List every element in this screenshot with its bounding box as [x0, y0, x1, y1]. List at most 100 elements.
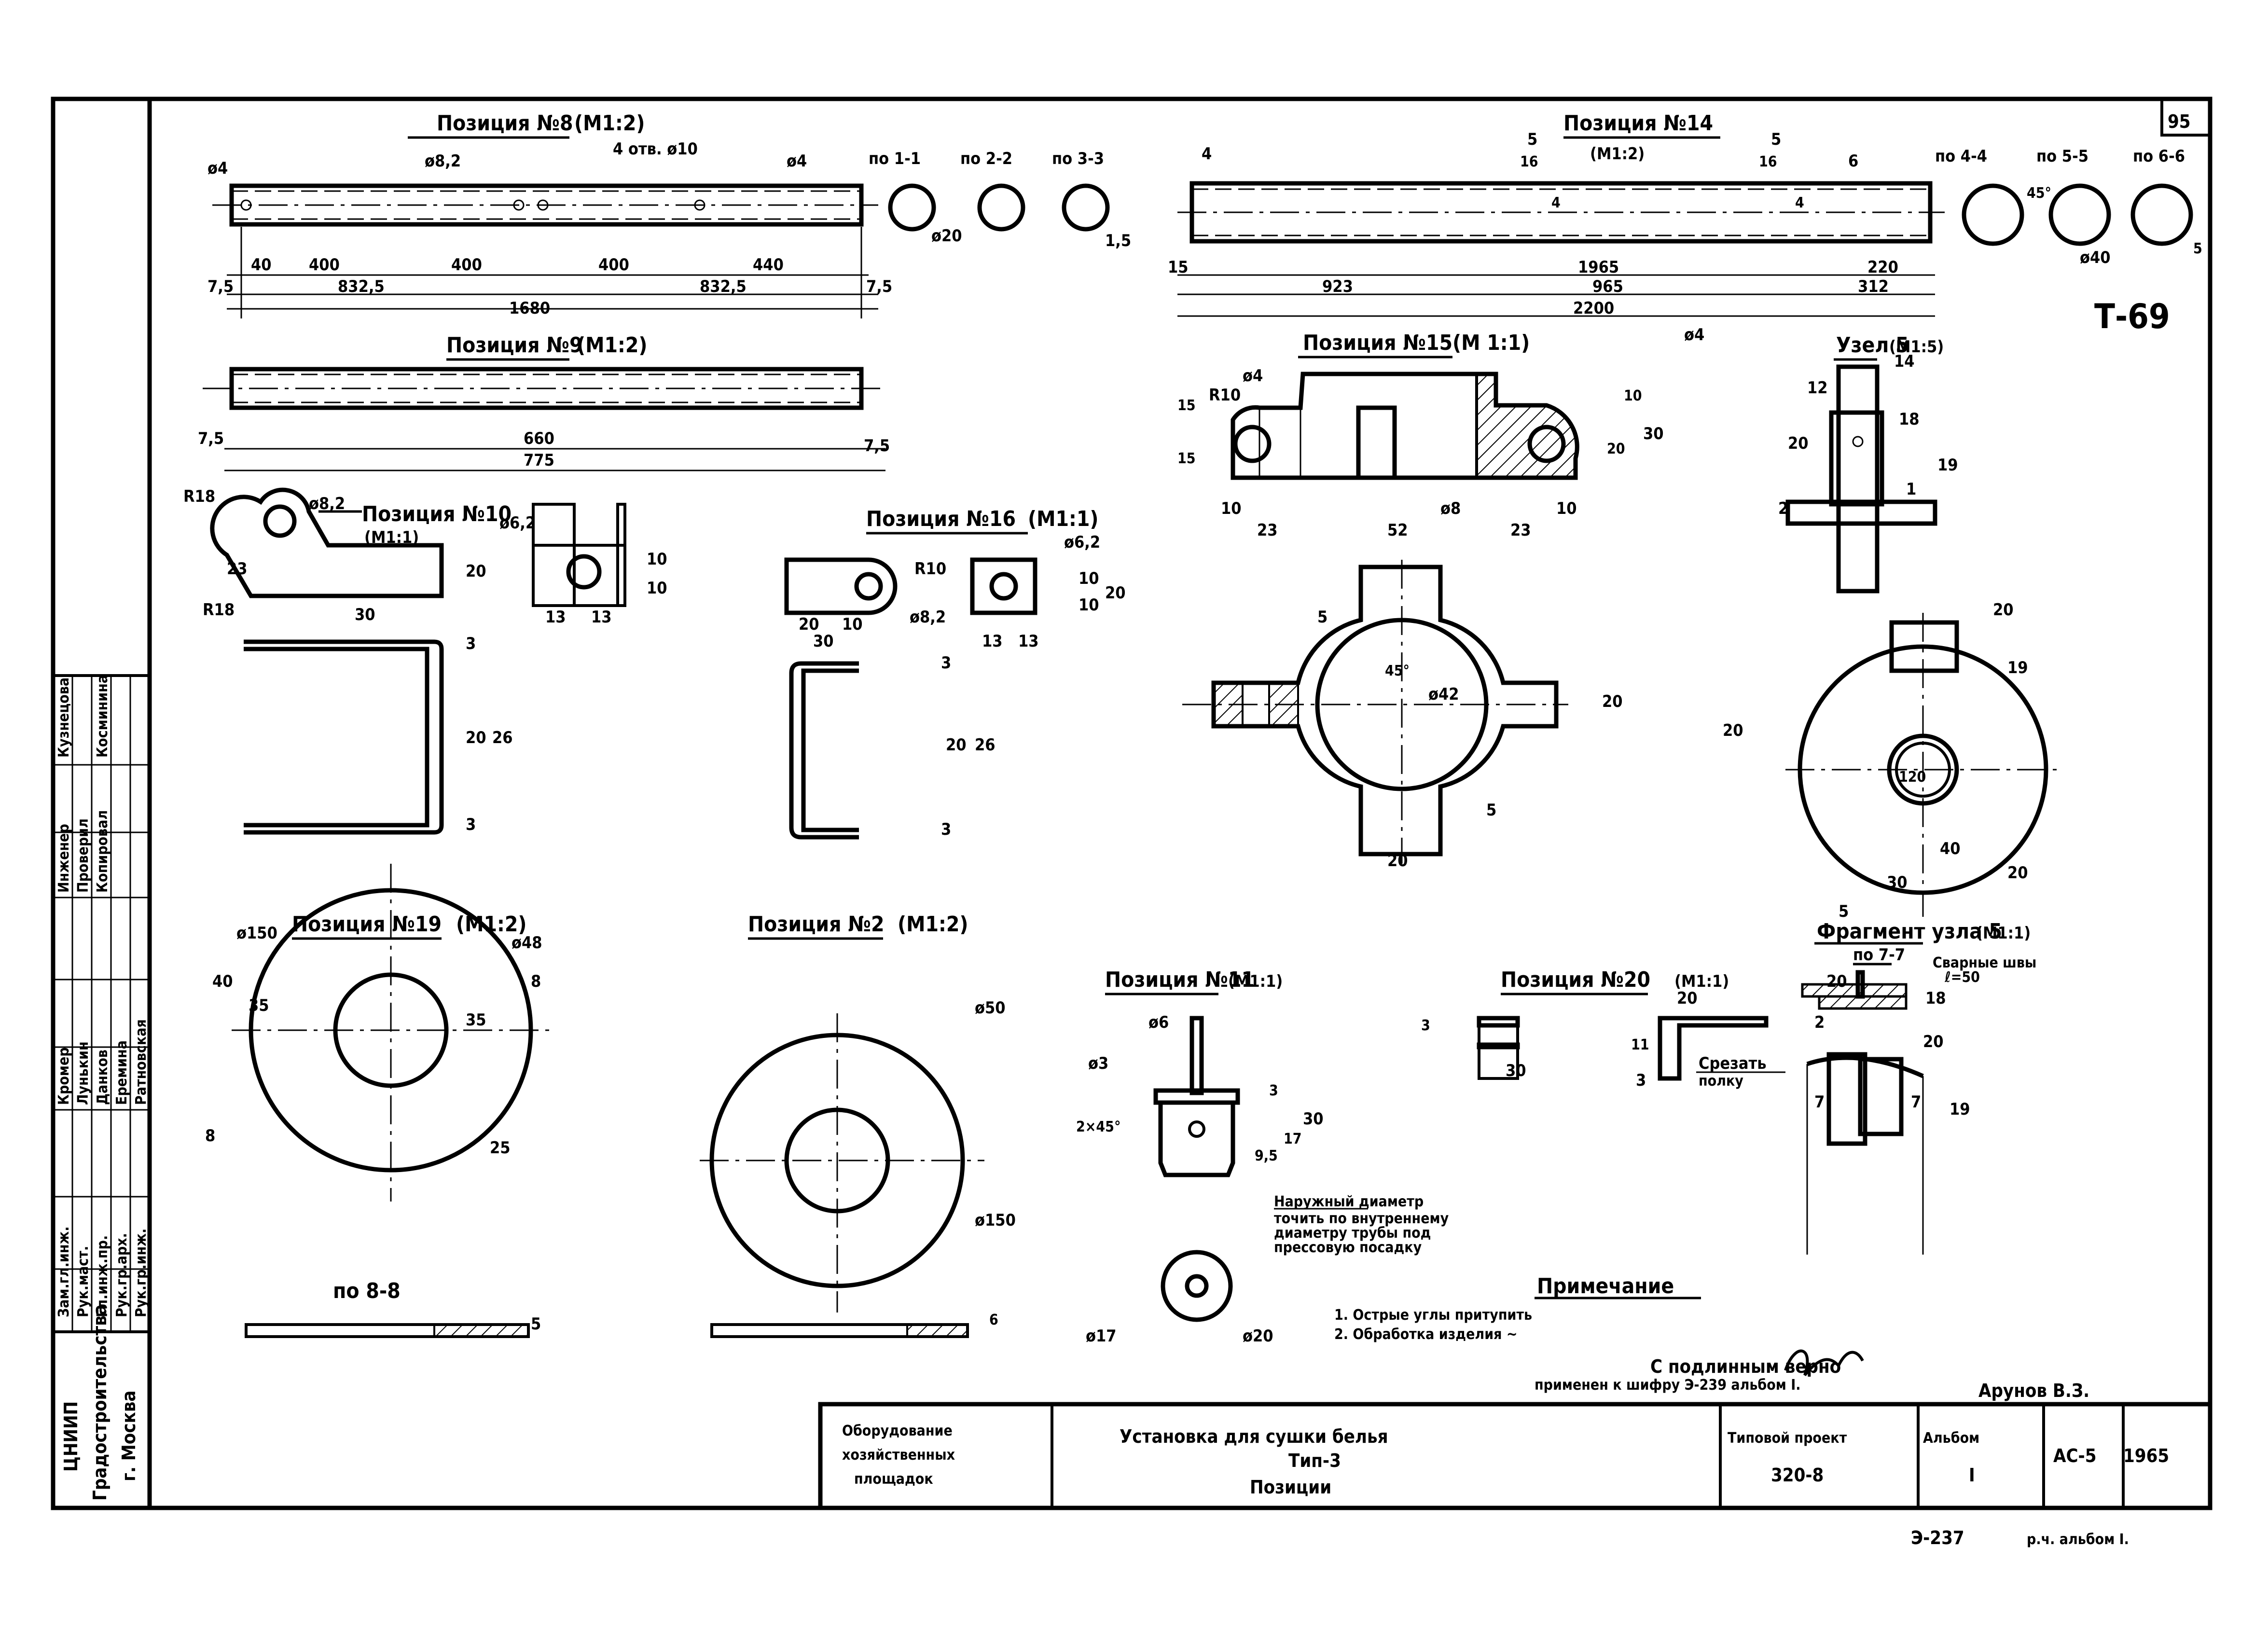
pos19-dim-40: 40 — [212, 972, 233, 991]
fragment5-scale: (М1:1) — [1976, 924, 2031, 943]
pos9-dim-7-5-right: 7,5 — [864, 436, 890, 456]
pos2-callout-d50: ø50 — [975, 998, 1006, 1018]
pos10-u-profile — [244, 639, 444, 835]
pos15-dim-10-c: 10 — [1624, 387, 1642, 404]
tb-category-2: хозяйственных — [842, 1447, 955, 1464]
pos14-scale: (М1:2) — [1590, 144, 1645, 164]
pos14-dim-965: 965 — [1592, 277, 1623, 296]
node5-plan-callout-20-left: 20 — [1723, 721, 1743, 740]
pos16-dim-20-u: 20 — [946, 735, 967, 755]
pos11-note-title: Наружный диаметр — [1274, 1193, 1424, 1210]
drawing-code: Т-69 — [2094, 297, 2170, 336]
pos2-scale: (М1:2) — [898, 912, 968, 937]
view-position-11: Позиция №11 (М1:1) ø6 ø3 2×45° 3 9,5 17 … — [1076, 967, 1449, 1346]
pos16-plate-front — [784, 557, 898, 615]
left-stamp: Зам.гл.инж. Рук.маст. Гл.инж.пр. Рук.гр.… — [53, 674, 150, 1501]
pos9-scale: (М1:2) — [577, 333, 648, 358]
pos15-dim-15-a: 15 — [1177, 397, 1196, 414]
pos10-dim-3-b: 3 — [466, 815, 476, 834]
pos11-title: Позиция №11 — [1105, 967, 1255, 992]
pos11-note-line2: диаметру трубы под — [1274, 1225, 1431, 1242]
node5-plan-dim-5: 5 — [1839, 902, 1849, 921]
cross-dim-5-b: 5 — [1486, 801, 1496, 820]
pos14-mark-4: 4 — [1202, 144, 1212, 164]
pos10-dim-26: 26 — [492, 728, 513, 747]
pos11-note-line3: прессовую посадку — [1274, 1239, 1422, 1256]
pos14-mark-5-a: 5 — [1527, 130, 1537, 149]
pos10-dim-10-a: 10 — [647, 550, 667, 569]
pos15-title: Позиция №15 — [1303, 331, 1452, 355]
pos14-dim-4-b: 4 — [1795, 194, 1804, 211]
pos15-dim-23-a: 23 — [1257, 521, 1278, 540]
pos8-dim-40: 40 — [251, 255, 272, 275]
pos8-section-3-3: по 3-3 — [1052, 149, 1104, 168]
pos19-title: Позиция №19 — [292, 912, 442, 937]
view-position-9: Позиция №9 (М1:2) 7,5 660 775 7,5 — [198, 333, 890, 471]
pos8-scale: (М1:2) — [574, 111, 645, 136]
pos8-dim-400-a: 400 — [309, 255, 340, 275]
pos20-note-line1: Срезать — [1699, 1054, 1767, 1073]
pos14-callout-d4: ø4 — [1684, 325, 1704, 345]
certification-applied: применен к шифру Э-239 альбом I. — [1535, 1377, 1801, 1394]
pos15-dim-15-b: 15 — [1177, 450, 1196, 467]
pos2-title: Позиция №2 — [748, 912, 885, 937]
pos8-section-1-1: по 1-1 — [869, 149, 921, 168]
fragment5-weld-length: ℓ=50 — [1944, 969, 1980, 986]
pos19-dim-25: 25 — [490, 1138, 511, 1158]
pos10-callout-r18-bottom: R18 — [203, 600, 235, 620]
node5-callout-20: 20 — [1788, 434, 1809, 453]
fragment5-weld-note: Сварные швы — [1933, 954, 2036, 971]
view-cross-piece: 5 45° ø42 5 20 20 — [1182, 560, 1623, 870]
view-position-10: Позиция №10 (М1:1) R18 ø8,2 R18 23 30 20… — [183, 487, 667, 835]
pos20-dim-11: 11 — [1631, 1036, 1649, 1053]
pos15-dim-10-b: 10 — [1556, 499, 1577, 518]
fragment5-callout-19: 19 — [1950, 1100, 1970, 1119]
stamp-name-2: Лунькин — [75, 1041, 92, 1105]
pos8-dim-832-5-a: 832,5 — [338, 277, 385, 296]
stamp-name-1: Кромер — [55, 1047, 72, 1105]
pos11-dim-3: 3 — [1269, 1082, 1278, 1099]
node5-title: Узел 5 — [1836, 333, 1909, 358]
node5-plan-callout-20-right: 20 — [2007, 863, 2028, 883]
pos10-dim-13-a: 13 — [545, 608, 566, 627]
footer-note: р.ч. альбом I. — [2027, 1531, 2129, 1548]
view-position-20: Позиция №20 (М1:1) 3 30 20 11 3 Срезать … — [1421, 967, 1785, 1090]
fragment5-callout-2: 2 — [1814, 1013, 1825, 1032]
pos16-dim-30: 30 — [813, 632, 834, 651]
pos15-dim-10-a: 10 — [1221, 499, 1242, 518]
pos20-note-line2: полку — [1699, 1073, 1743, 1090]
pos11-scale: (М1:1) — [1228, 972, 1283, 991]
title-block: Оборудование хозяйственных площадок Уста… — [818, 1402, 2213, 1548]
view-position-2: Позиция №2 (М1:2) ø50 ø150 6 — [700, 912, 1016, 1338]
view-position-14: Позиция №14 (М1:2) 4 5 5 6 16 16 4 4 15 … — [1168, 111, 2202, 345]
pos8-dim-832-5-b: 832,5 — [700, 277, 747, 296]
pos15-callout-d8: ø8 — [1440, 499, 1461, 518]
tb-category-1: Оборудование — [842, 1423, 953, 1439]
pos11-callout-d3: ø3 — [1088, 1054, 1108, 1073]
pos8-dim-440: 440 — [753, 255, 784, 275]
signature-scribble — [1784, 1349, 1864, 1376]
view-node-5: Узел 5 (М1:5) 12 14 18 20 19 2 1 — [1778, 333, 1958, 594]
fragment5-subtitle: по 7-7 — [1853, 945, 1905, 965]
pos19-callout-d150: ø150 — [236, 924, 277, 943]
stamp-role2-3: Копировал — [94, 810, 111, 893]
pos15-dim-23-b: 23 — [1510, 521, 1531, 540]
node5-callout-12: 12 — [1807, 378, 1828, 398]
footer-code: Э-237 — [1911, 1527, 1964, 1548]
node5-callout-19: 19 — [1937, 456, 1958, 475]
pos14-section-callout-5: 5 — [2193, 240, 2202, 257]
view-position-16: Позиция №16 (М1:1) R10 ø8,2 ø6,2 20 10 3… — [784, 507, 1126, 840]
pos20-dim-30: 30 — [1506, 1061, 1526, 1080]
pos11-dim-9-5: 9,5 — [1255, 1147, 1278, 1164]
cross-dim-d42: ø42 — [1428, 685, 1459, 704]
pos20-dim-3-b: 3 — [1636, 1071, 1646, 1090]
notes-title: Примечание — [1537, 1274, 1674, 1298]
pos10-dim-10-b: 10 — [647, 579, 667, 598]
pos15-callout-r10: R10 — [1209, 386, 1241, 405]
tb-name-line1: Установка для сушки белья — [1120, 1426, 1388, 1447]
stamp-org-2: Градостроительства — [89, 1304, 111, 1501]
tb-project-value: 320-8 — [1771, 1464, 1824, 1486]
pos15-dim-20: 20 — [1607, 441, 1625, 457]
pos14-dim-1965: 1965 — [1578, 258, 1619, 277]
pos10-bent-plate — [210, 487, 444, 598]
